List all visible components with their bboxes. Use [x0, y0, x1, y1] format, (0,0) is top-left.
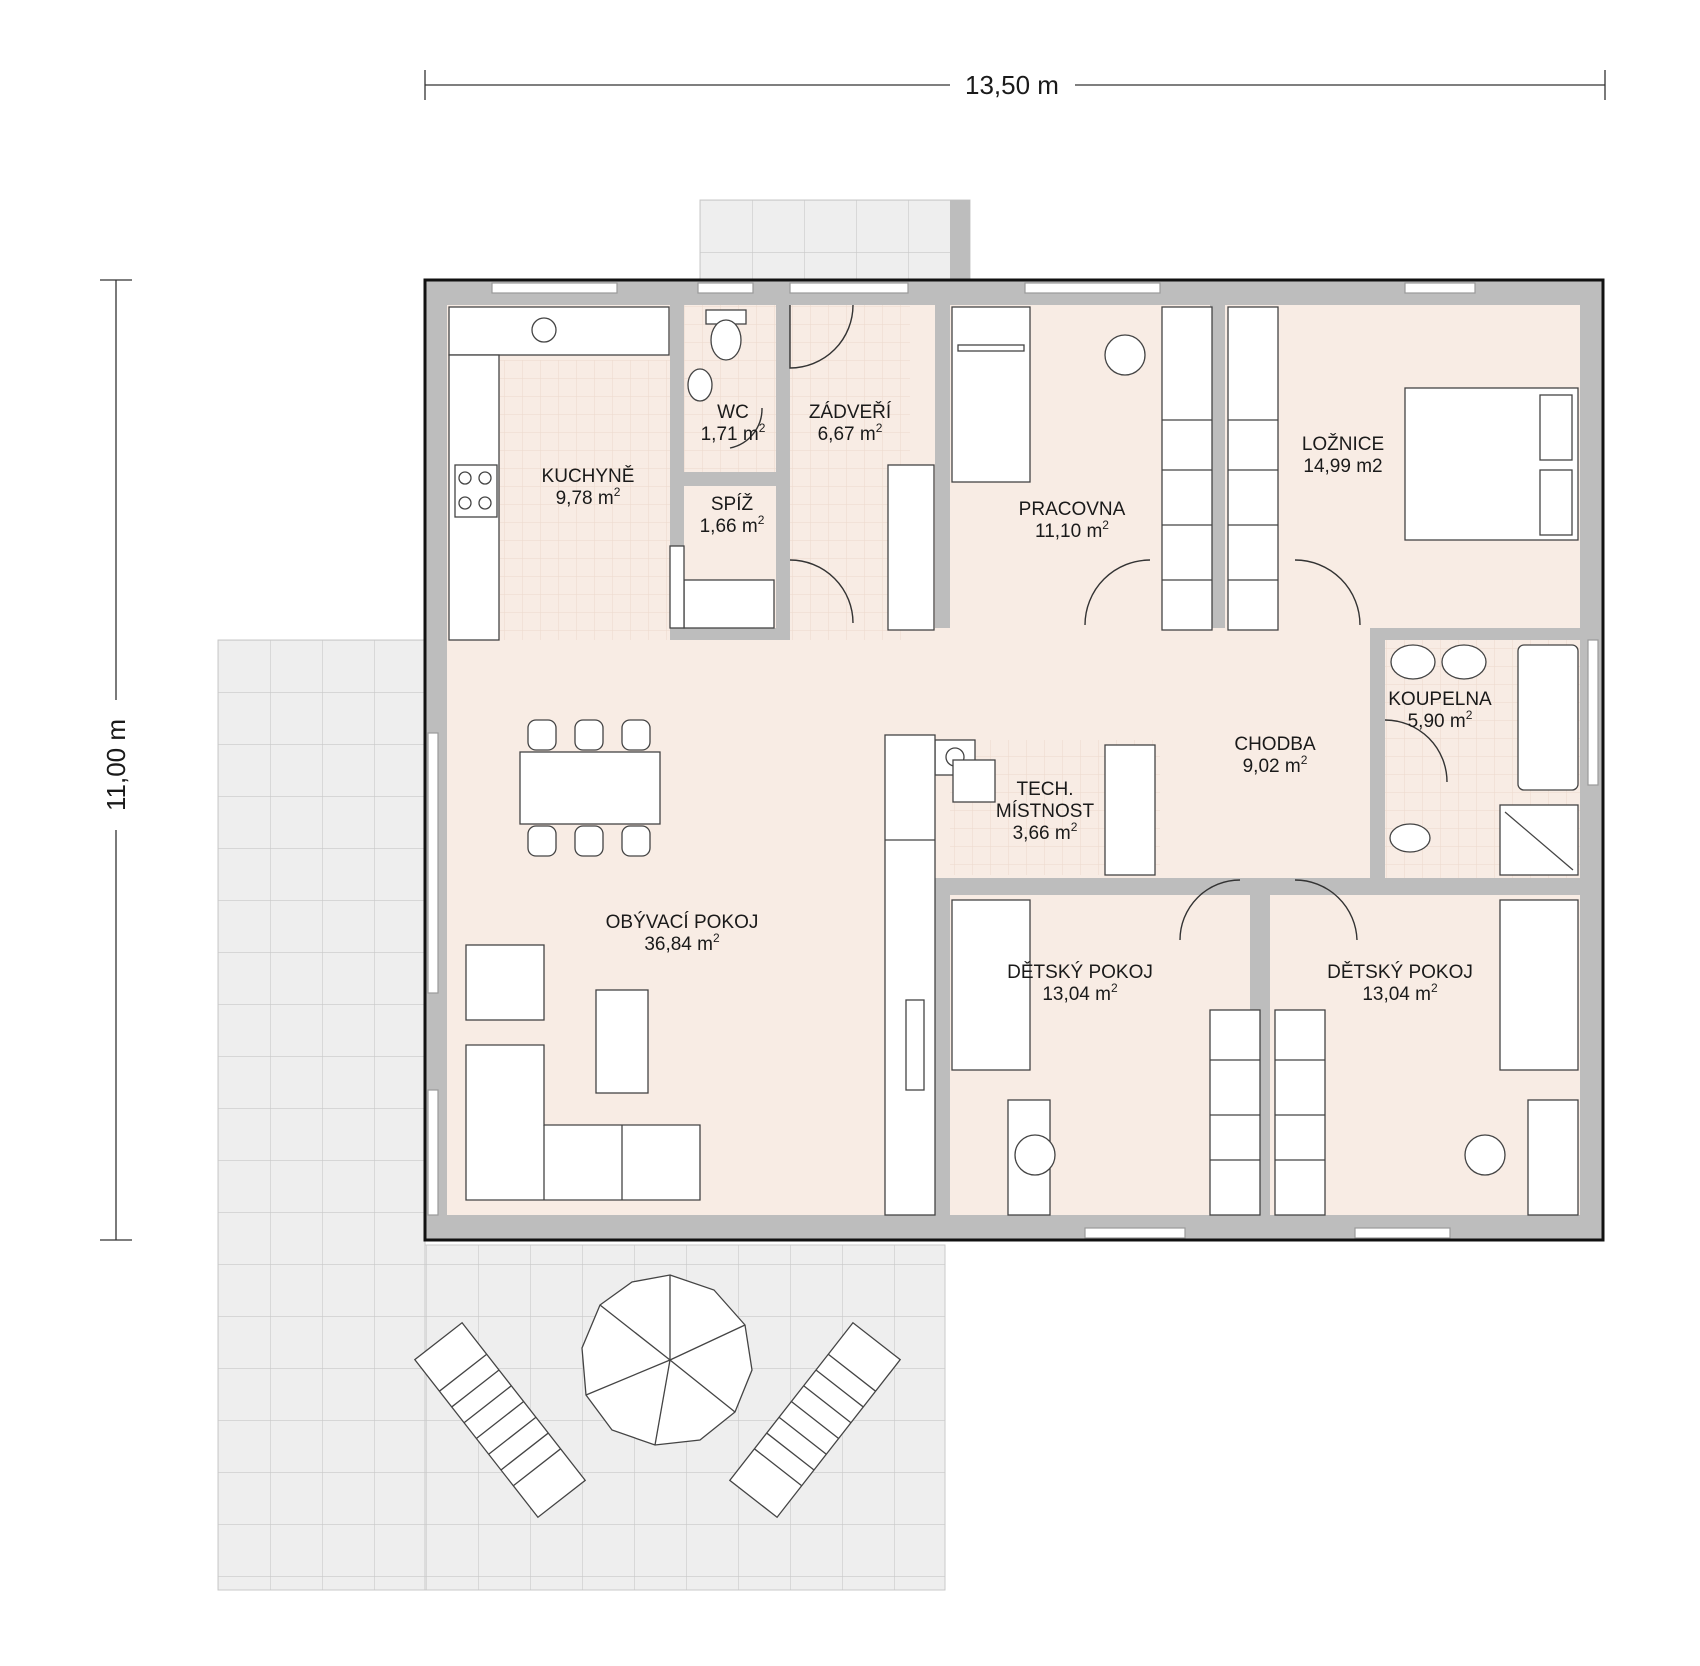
room-area-unit-koupelna: 2 [1466, 708, 1473, 722]
sunlounger-icon [728, 1321, 902, 1519]
room-area-zadveri: 6,67 m2 [818, 421, 883, 445]
room-area-tech: 3,66 m2 [1013, 820, 1078, 844]
bathtub-icon [1517, 644, 1579, 791]
office-chair-icon [1104, 334, 1146, 376]
room-name-loznice: LOŽNICE [1302, 433, 1384, 455]
room-area-unit-detsky1: 2 [1111, 981, 1118, 995]
room-name-spiz: SPÍŽ [711, 493, 754, 515]
room-area-koupelna: 5,90 m2 [1408, 708, 1473, 732]
dimension-height-label: 11,00 m [101, 719, 131, 811]
sunlounger-icon [413, 1321, 587, 1519]
bed-icon [1499, 899, 1579, 1071]
furniture [448, 306, 1579, 1216]
entrance-paving [699, 199, 971, 281]
bed-icon [951, 306, 1031, 483]
wardrobe [887, 464, 935, 631]
dining-table [519, 751, 661, 825]
room-area-spiz: 1,66 m2 [700, 513, 765, 537]
room-area-wc: 1,71 m2 [701, 421, 766, 445]
corner-sofa-icon [465, 1044, 701, 1201]
room-name-detsky2: DĚTSKÝ POKOJ [1327, 961, 1473, 983]
dimension-height [100, 279, 132, 1241]
terrace-furniture [413, 1274, 902, 1519]
armchair-icon [465, 944, 545, 1021]
office-chair-icon [1464, 1134, 1506, 1176]
room-area-unit-pracovna: 2 [1102, 518, 1109, 532]
room-area-unit-detsky2: 2 [1431, 981, 1438, 995]
room-area-unit-obyvaci: 2 [713, 931, 720, 945]
washbasin-icon [1390, 644, 1436, 680]
toilet-icon [1389, 823, 1431, 853]
windows [427, 282, 1599, 1239]
shower-icon [1499, 804, 1579, 876]
room-name2-tech: MÍSTNOST [996, 801, 1095, 822]
office-chair-icon [1014, 1134, 1056, 1176]
dimension-width [424, 70, 1606, 100]
room-name-detsky1: DĚTSKÝ POKOJ [1007, 961, 1153, 983]
building-outline [423, 278, 1605, 1242]
room-area-unit-zadveri: 2 [876, 421, 883, 435]
bed-icon [951, 899, 1031, 1071]
room-area-loznice: 14,99 m2 [1303, 456, 1382, 477]
coffee-table [595, 989, 649, 1094]
room-name-kuchyne: KUCHYNĚ [542, 465, 635, 487]
toilet-icon [710, 319, 742, 361]
sink-icon [531, 317, 557, 343]
room-area-pracovna: 11,10 m2 [1035, 518, 1109, 542]
room-area-kuchyne: 9,78 m2 [556, 485, 621, 509]
room-area-unit-tech: 2 [1071, 820, 1078, 834]
room-area-unit-chodba: 2 [1301, 753, 1308, 767]
room-area-obyvaci: 36,84 m2 [644, 931, 720, 955]
room-area-unit-wc: 2 [759, 421, 766, 435]
room-name-koupelna: KOUPELNA [1388, 689, 1492, 710]
dimension-width-label: 13,50 m [965, 70, 1059, 100]
room-name-pracovna: PRACOVNA [1019, 499, 1126, 520]
room-area-detsky1: 13,04 m2 [1042, 981, 1118, 1005]
tv-icon [905, 999, 925, 1091]
room-area-unit-spiz: 2 [758, 513, 765, 527]
room-name-chodba: CHODBA [1234, 734, 1316, 755]
room-area-detsky2: 13,04 m2 [1362, 981, 1438, 1005]
washbasin-icon [687, 368, 713, 402]
room-area-unit-kuchyne: 2 [614, 485, 621, 499]
kitchen-counter [448, 306, 670, 356]
room-name-obyvaci: OBÝVACÍ POKOJ [606, 912, 759, 933]
room-name-wc: WC [717, 402, 749, 423]
room-name-zadveri: ZÁDVEŘÍ [809, 401, 892, 423]
room-name-tech: TECH. [1017, 779, 1074, 800]
room-area-chodba: 9,02 m2 [1243, 753, 1308, 777]
